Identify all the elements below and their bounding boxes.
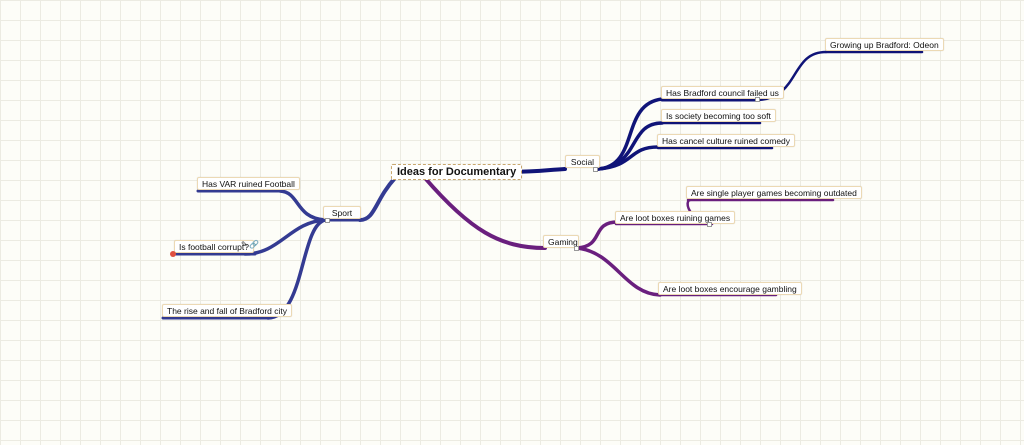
topic-football-corrupt[interactable]: Is football corrupt? (174, 240, 254, 253)
branch-node-social[interactable]: Social (565, 155, 600, 168)
topic-growing-up-bradford[interactable]: Growing up Bradford: Odeon (825, 38, 944, 51)
topic-bradford-city[interactable]: The rise and fall of Bradford city (162, 304, 293, 317)
note-icon[interactable]: ✎ (241, 240, 248, 249)
link-social-comedy (596, 145, 660, 171)
link-gaming-gambling (575, 246, 662, 297)
link-icon[interactable]: 🔗 (249, 240, 259, 249)
branch-node-gaming[interactable]: Gaming (543, 235, 579, 248)
link-root-sport (358, 176, 397, 222)
topic-loot-boxes-ruining[interactable]: Are loot boxes ruining games (615, 211, 736, 224)
branch-node-sport[interactable]: Sport (323, 206, 361, 219)
topic-football-corrupt-label: Is football corrupt? (179, 242, 249, 252)
collapse-toggle-gaming[interactable] (574, 246, 579, 251)
topic-society-soft[interactable]: Is society becoming too soft (661, 109, 776, 122)
link-root-gaming (423, 176, 547, 250)
root-node[interactable]: Ideas for Documentary (391, 164, 523, 180)
link-sport-var (278, 189, 327, 222)
collapse-toggle-council[interactable] (755, 97, 760, 102)
link-gaming-lootruin (575, 220, 620, 250)
topic-bradford-council[interactable]: Has Bradford council failed us (661, 86, 784, 99)
topic-loot-boxes-gambling[interactable]: Are loot boxes encourage gambling (658, 282, 802, 295)
topic-var-football[interactable]: Has VAR ruined Football (197, 177, 300, 190)
topic-cancel-culture[interactable]: Has cancel culture ruined comedy (657, 134, 796, 147)
topic-single-player[interactable]: Are single player games becoming outdate… (686, 186, 862, 199)
collapse-toggle-sport[interactable] (325, 218, 330, 223)
collapse-toggle-social[interactable] (593, 167, 598, 172)
collapse-toggle-lootbox[interactable] (707, 222, 712, 227)
selection-handle[interactable] (170, 251, 176, 257)
